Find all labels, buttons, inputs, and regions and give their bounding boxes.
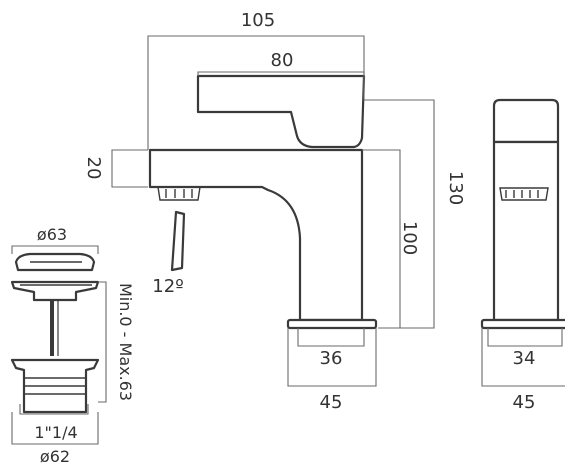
- dim-base-inner-side: 34: [513, 348, 536, 369]
- side-handle: [492, 98, 560, 144]
- dim-base-outer-front: 45: [320, 392, 343, 413]
- dim-spout-height: 20: [83, 157, 104, 180]
- dimension-lines: [111, 35, 565, 387]
- popup-lever: [170, 210, 186, 272]
- tap-side-view: [480, 98, 565, 330]
- dim-base-inner-front: 36: [320, 348, 343, 369]
- aerator: [157, 186, 201, 201]
- side-base: [480, 318, 565, 330]
- tap-front-view: [148, 74, 378, 330]
- waste-flange-diameter: ø62: [40, 447, 70, 466]
- dim-base-outer-side: 45: [513, 392, 536, 413]
- popup-waste: [10, 245, 107, 445]
- waste-flange: [10, 280, 100, 302]
- dimension-labels: 105 80 20 130 100 12º 36 45 34 45 ø63 Mi…: [34, 10, 535, 466]
- tap-base: [286, 318, 378, 330]
- side-body: [492, 140, 560, 322]
- waste-cap-diameter: ø63: [37, 225, 67, 244]
- dim-handle-angle: 12º: [152, 276, 183, 297]
- dim-overall-width: 105: [241, 10, 275, 31]
- waste-thread-size: 1"1/4: [34, 423, 77, 442]
- dim-handle-width: 80: [271, 50, 294, 71]
- lever-handle: [196, 74, 366, 149]
- side-aerator: [499, 187, 549, 201]
- dim-total-height: 130: [445, 171, 466, 205]
- dim-spout-clearance: 100: [399, 221, 420, 255]
- waste-range-label: Min.0 - Max.63: [116, 283, 135, 401]
